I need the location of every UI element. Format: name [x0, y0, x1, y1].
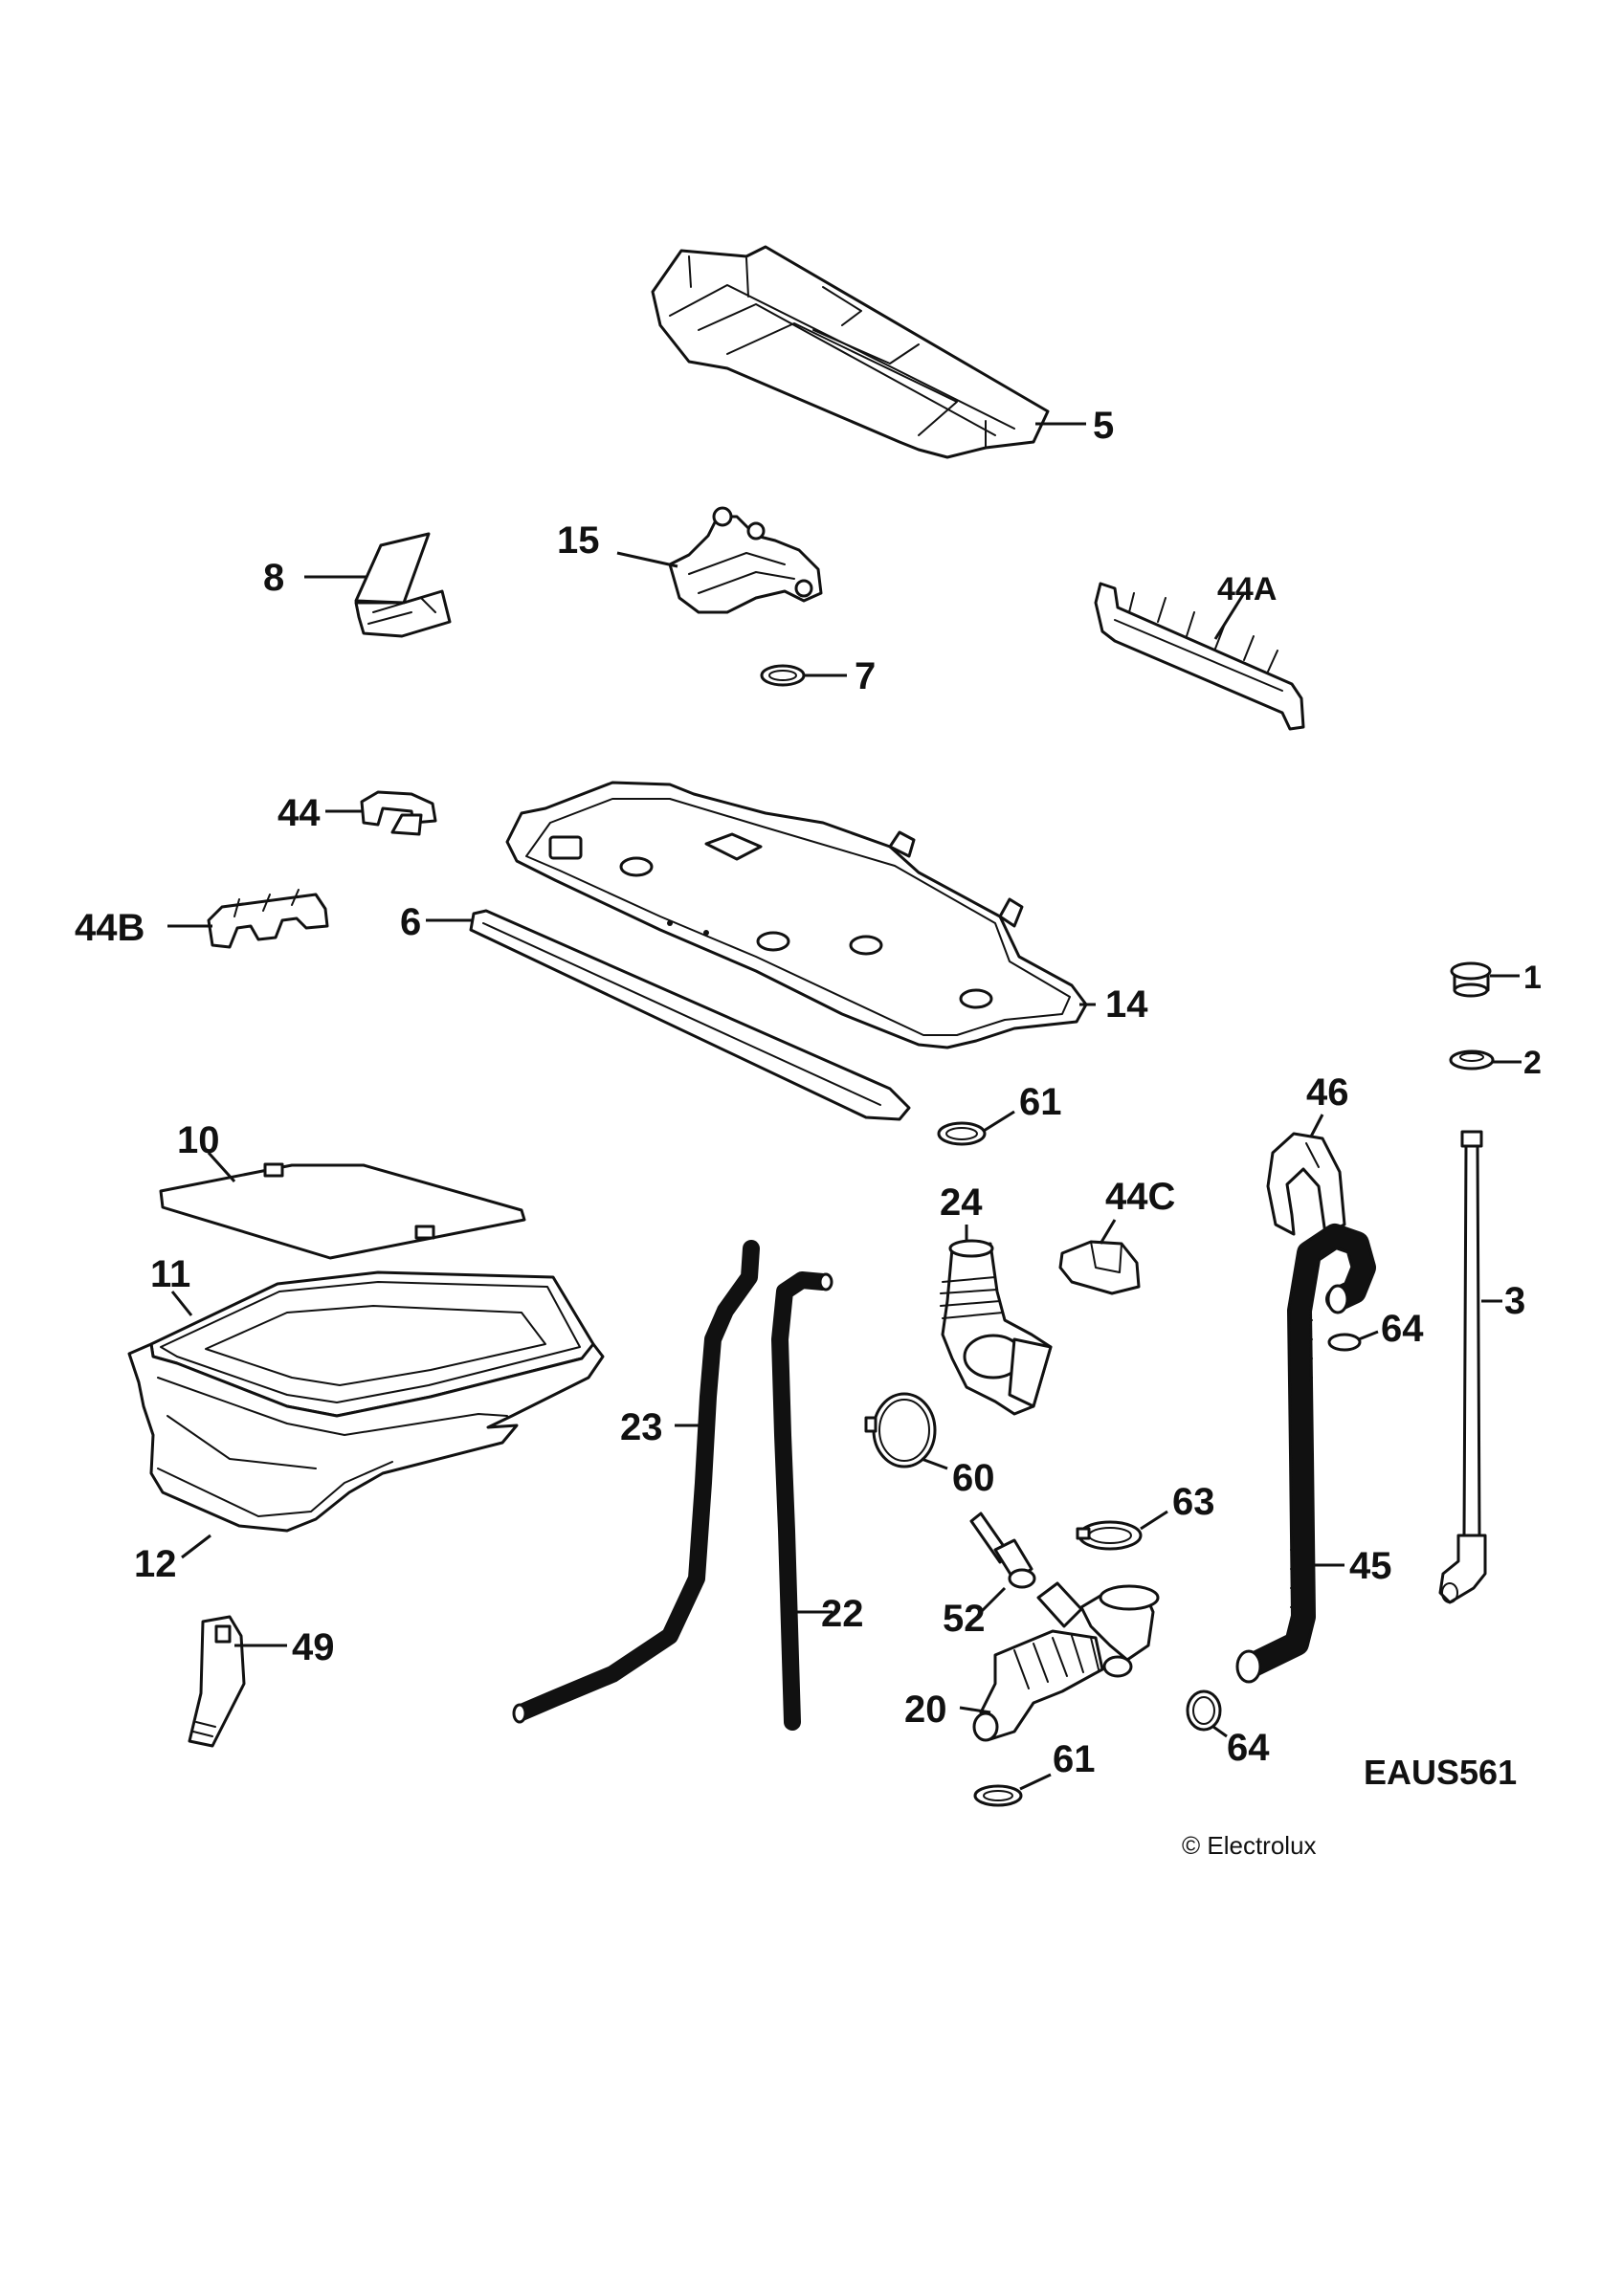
callout-64-lower: 64	[1227, 1727, 1270, 1769]
callout-63: 63	[1172, 1481, 1215, 1523]
callout-60: 60	[952, 1457, 995, 1499]
callout-20: 20	[904, 1689, 947, 1731]
part-23-hose[interactable]	[512, 1240, 760, 1724]
part-6-gasket-strip[interactable]	[469, 909, 911, 1121]
part-49-bracket[interactable]	[188, 1615, 246, 1748]
part-52-air-trap[interactable]	[969, 1512, 1036, 1589]
callout-46: 46	[1306, 1071, 1349, 1114]
diagram-code: EAUS561	[1364, 1753, 1517, 1792]
callout-7: 7	[855, 655, 876, 697]
callout-1: 1	[1523, 960, 1542, 996]
part-1-cap[interactable]	[1450, 961, 1492, 998]
part-45-drain-hose[interactable]	[1235, 1224, 1376, 1684]
part-44-wire-clip[interactable]	[360, 790, 437, 836]
part-22-hose[interactable]	[771, 1271, 833, 1731]
part-3-inlet-hose[interactable]	[1438, 1130, 1487, 1604]
part-61-hose-clamp-upper[interactable]	[937, 1121, 987, 1146]
callout-49: 49	[292, 1626, 335, 1668]
callout-10: 10	[177, 1119, 220, 1161]
callout-64-upper: 64	[1381, 1308, 1424, 1350]
part-63-clamp[interactable]	[1076, 1520, 1143, 1551]
callout-45: 45	[1349, 1545, 1392, 1587]
callout-61-lower: 61	[1053, 1738, 1096, 1780]
callout-44: 44	[278, 792, 321, 834]
part-12-tub-gasket[interactable]	[127, 1342, 605, 1533]
copyright-notice: © Electrolux	[1182, 1831, 1317, 1860]
callout-3: 3	[1504, 1280, 1525, 1322]
callout-2: 2	[1523, 1045, 1542, 1081]
part-46-hose-guide[interactable]	[1266, 1132, 1346, 1236]
callout-23: 23	[620, 1406, 663, 1448]
callout-11: 11	[150, 1253, 190, 1295]
callout-8: 8	[263, 557, 284, 599]
part-5-control-frame[interactable]	[651, 245, 1050, 459]
part-20-sump-hose[interactable]	[972, 1581, 1160, 1742]
part-7-o-ring[interactable]	[760, 664, 806, 687]
part-15-valve[interactable]	[668, 506, 823, 614]
callout-6: 6	[400, 901, 421, 943]
callout-12: 12	[134, 1543, 177, 1585]
part-60-clamp-ring[interactable]	[864, 1392, 937, 1468]
part-61-hose-clamp-lower[interactable]	[973, 1784, 1023, 1807]
callout-15: 15	[557, 519, 600, 562]
callout-24: 24	[940, 1181, 983, 1224]
callout-61-upper: 61	[1019, 1081, 1062, 1123]
callout-44b: 44B	[75, 907, 144, 949]
part-10-lid-pad[interactable]	[159, 1162, 526, 1260]
part-44b-multi-clip[interactable]	[207, 889, 329, 949]
part-14-top-cover[interactable]	[505, 781, 1088, 1049]
part-44a-harness-bracket[interactable]	[1094, 582, 1305, 731]
part-24-bellows-pipe[interactable]	[940, 1239, 1053, 1416]
part-8-lid-lock[interactable]	[354, 532, 452, 638]
part-44c-clip[interactable]	[1058, 1240, 1141, 1295]
callout-52: 52	[943, 1598, 986, 1640]
callout-14: 14	[1105, 983, 1148, 1026]
callout-5: 5	[1093, 405, 1114, 447]
callout-44a: 44A	[1217, 571, 1277, 607]
part-2-washer[interactable]	[1449, 1049, 1495, 1071]
part-64-clamp-upper[interactable]	[1327, 1333, 1362, 1352]
part-64-clamp-lower[interactable]	[1186, 1689, 1222, 1732]
callout-22: 22	[821, 1593, 864, 1635]
callout-44c: 44C	[1105, 1176, 1175, 1218]
